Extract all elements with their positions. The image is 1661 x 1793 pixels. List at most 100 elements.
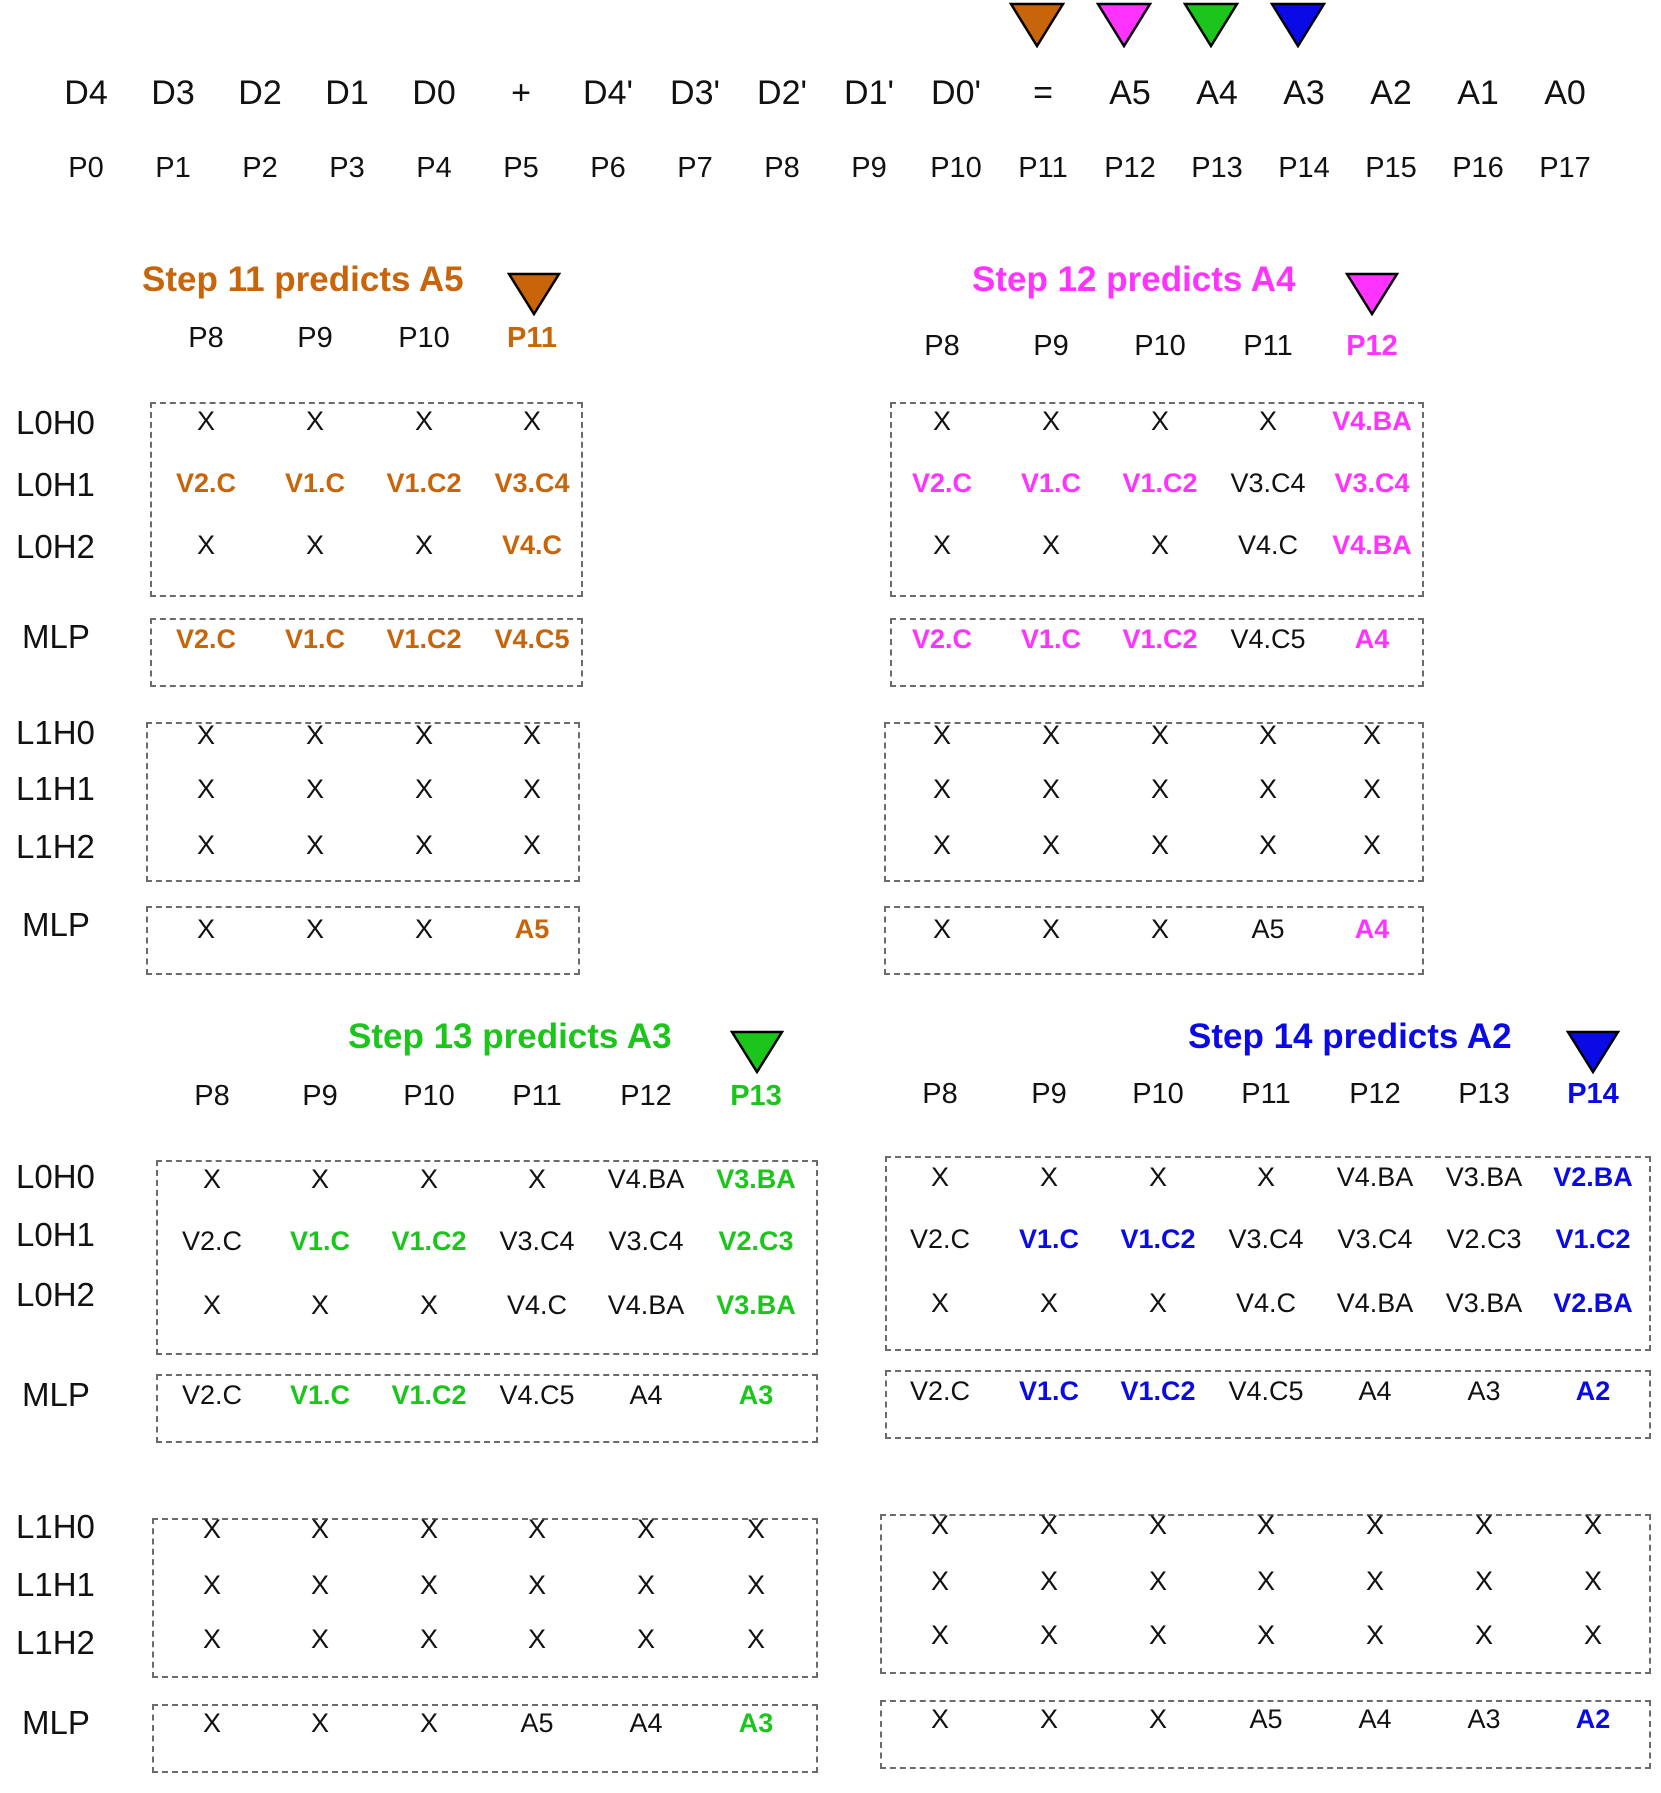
- attention-cell: A5: [520, 1708, 554, 1738]
- triangle-down-icon: [1270, 2, 1326, 48]
- attention-cell: X: [1041, 914, 1061, 944]
- attention-cell: V2.C: [909, 1376, 971, 1406]
- layer1-mlp-box: [146, 906, 580, 975]
- attention-cell: X: [310, 1708, 330, 1738]
- attention-cell: A4: [1358, 1376, 1392, 1406]
- column-header: P8: [922, 1078, 958, 1110]
- attention-cell: X: [419, 1624, 439, 1654]
- attention-cell: X: [1041, 406, 1061, 436]
- header-position: P6: [590, 152, 626, 184]
- attention-cell: V4.C5: [1228, 1376, 1304, 1406]
- attention-cell: X: [522, 830, 542, 860]
- attention-cell: X: [932, 914, 952, 944]
- attention-cell: X: [1362, 720, 1382, 750]
- attention-cell: V1.C2: [1120, 1224, 1196, 1254]
- attention-cell: X: [1041, 774, 1061, 804]
- attention-cell: X: [1474, 1620, 1494, 1650]
- attention-cell: X: [1256, 1162, 1276, 1192]
- layer0-mlp-box: [150, 618, 583, 687]
- column-header: P9: [1033, 330, 1069, 362]
- attention-cell: V4.C: [506, 1290, 568, 1320]
- triangle-down-icon: [1566, 1030, 1620, 1074]
- attention-cell: X: [305, 774, 325, 804]
- attention-cell: X: [930, 1620, 950, 1650]
- header-position: P13: [1191, 152, 1243, 184]
- attention-cell: V1.C2: [1555, 1224, 1631, 1254]
- column-header: P14: [1567, 1078, 1619, 1110]
- layer1-box: [880, 1514, 1651, 1674]
- attention-cell: X: [419, 1290, 439, 1320]
- attention-cell: X: [932, 406, 952, 436]
- header-position: P12: [1104, 152, 1156, 184]
- header-token: D2': [757, 74, 807, 112]
- attention-cell: X: [1258, 720, 1278, 750]
- header-token: A5: [1109, 74, 1151, 112]
- column-header: P9: [297, 322, 333, 354]
- attention-cell: V1.C: [289, 1380, 351, 1410]
- panel-title: Step 11 predicts A5: [142, 260, 464, 299]
- row-label-mlp: MLP: [22, 1376, 90, 1413]
- attention-cell: X: [522, 406, 542, 436]
- attention-cell: V1.C: [1018, 1224, 1080, 1254]
- attention-cell: A4: [629, 1708, 663, 1738]
- attention-cell: X: [1039, 1288, 1059, 1318]
- attention-cell: X: [414, 774, 434, 804]
- row-label-mlp: MLP: [22, 906, 90, 943]
- attention-cell: X: [522, 774, 542, 804]
- attention-cell: V4.BA: [607, 1290, 685, 1320]
- column-header: P10: [1134, 330, 1186, 362]
- attention-cell: V1.C2: [1122, 468, 1198, 498]
- attention-cell: V2.C: [181, 1226, 243, 1256]
- attention-cell: V3.BA: [1445, 1162, 1523, 1192]
- attention-cell: X: [202, 1624, 222, 1654]
- layer0-box: [150, 402, 583, 597]
- attention-cell: X: [414, 406, 434, 436]
- attention-cell: V3.C4: [1334, 468, 1410, 498]
- attention-cell: V3.C4: [1337, 1224, 1413, 1254]
- attention-cell: V2.BA: [1553, 1288, 1633, 1318]
- attention-cell: X: [305, 720, 325, 750]
- column-header: P10: [1132, 1078, 1184, 1110]
- attention-cell: X: [202, 1708, 222, 1738]
- row-label: L1H1: [16, 770, 95, 807]
- attention-cell: X: [527, 1570, 547, 1600]
- attention-cell: V1.C: [284, 468, 346, 498]
- attention-cell: V1.C: [289, 1226, 351, 1256]
- attention-cell: X: [746, 1570, 766, 1600]
- attention-cell: A3: [738, 1380, 774, 1410]
- attention-cell: X: [1039, 1566, 1059, 1596]
- attention-cell: V4.C: [501, 530, 563, 560]
- attention-cell: X: [305, 530, 325, 560]
- header-position: P10: [930, 152, 982, 184]
- attention-cell: X: [1041, 720, 1061, 750]
- attention-cell: X: [636, 1570, 656, 1600]
- attention-cell: X: [1256, 1510, 1276, 1540]
- attention-cell: X: [202, 1290, 222, 1320]
- attention-cell: X: [1148, 1704, 1168, 1734]
- attention-cell: X: [196, 530, 216, 560]
- attention-cell: X: [1150, 830, 1170, 860]
- attention-cell: X: [1150, 914, 1170, 944]
- attention-cell: X: [414, 530, 434, 560]
- attention-cell: X: [414, 830, 434, 860]
- layer0-box: [885, 1156, 1651, 1351]
- attention-cell: X: [419, 1514, 439, 1544]
- attention-cell: X: [930, 1288, 950, 1318]
- attention-cell: X: [196, 774, 216, 804]
- attention-cell: V3.C4: [1228, 1224, 1304, 1254]
- header-token: D4: [64, 74, 108, 112]
- attention-cell: V1.C2: [1122, 624, 1198, 654]
- attention-cell: X: [305, 914, 325, 944]
- column-header: P11: [512, 1080, 562, 1112]
- header-position: P3: [329, 152, 365, 184]
- column-header: P12: [1349, 1078, 1401, 1110]
- header-token: D0': [931, 74, 981, 112]
- attention-cell: V4.C5: [499, 1380, 575, 1410]
- layer0-box: [156, 1160, 818, 1355]
- attention-cell: X: [1041, 530, 1061, 560]
- attention-cell: X: [1258, 830, 1278, 860]
- column-header: P13: [1458, 1078, 1510, 1110]
- attention-cell: X: [1150, 774, 1170, 804]
- row-label: L1H0: [16, 1508, 95, 1545]
- attention-cell: X: [1039, 1510, 1059, 1540]
